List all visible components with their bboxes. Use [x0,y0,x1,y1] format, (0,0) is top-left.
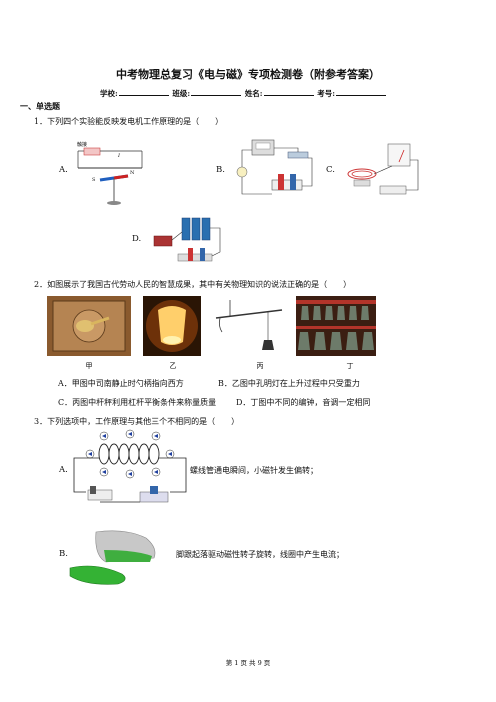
q1-c-generator-figure [347,143,419,195]
q1-a-label-n: N [130,170,135,176]
question-2-text: 2．如图展示了我国古代劳动人民的智慧成果，其中有关物理知识的说法正确的是（ ） [34,280,352,289]
q2-caption-bing: 丙 [256,362,264,370]
q1-b-motor-circuit-figure [236,139,313,195]
q3-option-a-text: 螺线管通电瞬间，小磁针发生偏转； [190,466,318,475]
q1-option-c-letter: C. [326,165,335,175]
school-label: 学校: [100,89,118,98]
number-label: 考号: [317,89,335,98]
q2-chime-bells-image [296,296,376,356]
q2-caption-yi: 乙 [169,362,177,370]
student-info-line: 学校: 班级: 姓名: 考号: [100,88,387,99]
q3-option-b-letter: B. [59,549,68,559]
q2-caption-ding: 丁 [346,362,354,370]
q1-option-d-letter: D. [132,234,142,244]
q2-option-a: A．甲图中司南静止时勺柄指向西方 [58,379,184,388]
q2-caption-jia: 甲 [85,362,93,370]
q2-steelyard-scale-image [215,300,283,350]
section-heading: 一、单选题 [20,101,60,111]
class-blank [191,95,242,96]
class-label: 班级: [172,89,191,98]
q2-option-b: B．乙图中孔明灯在上升过程中只受重力 [218,379,360,388]
q3-option-b-text: 脚跟起落驱动磁性转子旋转，线圈中产生电流； [176,550,344,559]
name-label: 姓名: [244,89,263,98]
question-1-text: 1．下列四个实验能反映发电机工作原理的是（ ） [34,117,224,126]
question-3-text: 3．下列选项中，工作原理与其他三个不相同的是（ ） [34,417,240,426]
q2-option-d: D．丁图中不同的编钟，音调一定相同 [236,398,371,407]
school-blank [118,95,169,96]
q1-a-oersted-figure [77,147,143,205]
q1-option-a-letter: A. [59,165,68,175]
q3-a-solenoid-circuit-figure [73,429,187,503]
q1-switch-label: 触接 [77,142,88,148]
q2-compass-sinan-image [47,296,131,356]
q2-option-c: C．丙图中杆秤利用杠杆平衡条件来称量质量 [58,398,217,407]
q1-d-battery-circuit-figure [153,217,221,262]
q2-kongming-lantern-image [143,296,201,356]
q1-a-label-s: S [92,177,96,183]
number-blank [336,95,386,96]
q1-option-b-letter: B. [216,165,225,175]
page-title: 中考物理总复习《电与磁》专项检测卷（附参考答案） [116,68,380,81]
name-blank [263,95,314,96]
page-footer: 第 1 页 共 9 页 [225,659,271,667]
q1-a-label-i: I [118,153,120,159]
q3-b-generator-shoe-figure [69,530,156,585]
q3-option-a-letter: A. [59,465,68,475]
